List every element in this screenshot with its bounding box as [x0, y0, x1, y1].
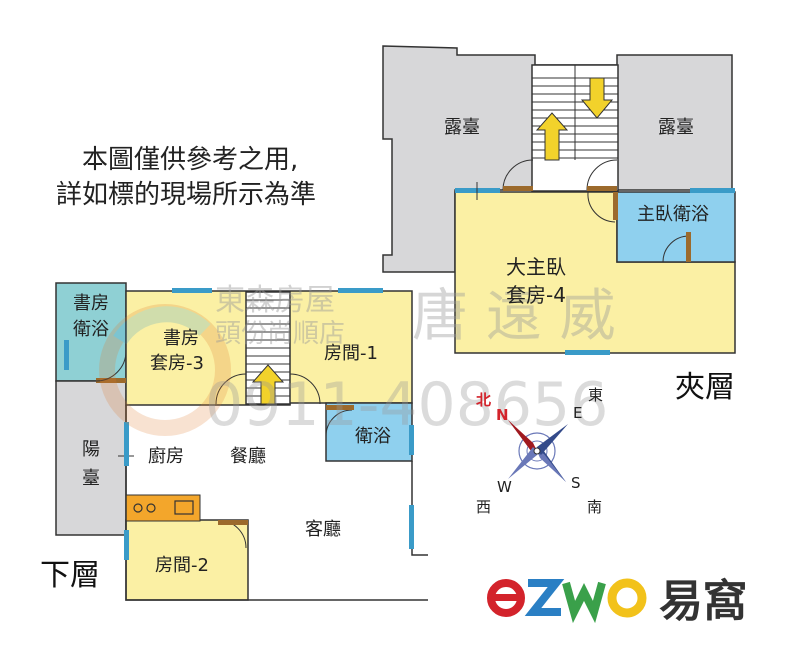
balcony-label-1: 陽 [82, 439, 100, 460]
compass-east-cn: 東 [588, 386, 603, 404]
disclaimer-line2: 詳如標的現場所示為準 [56, 180, 316, 210]
balcony-label-2: 臺 [82, 468, 100, 489]
master-bath-area [616, 191, 736, 263]
stair-down-arrow [580, 77, 614, 119]
window [172, 288, 212, 293]
window [124, 530, 129, 560]
window [565, 350, 610, 355]
study-label-1: 書房 [163, 328, 199, 349]
lower-level-label: 下層 [40, 558, 100, 593]
window [338, 288, 383, 293]
compass-north: N [496, 406, 509, 424]
study-label-2: 套房-3 [150, 353, 204, 374]
stair-up-arrow [535, 112, 569, 161]
bath-area [325, 402, 413, 462]
bath-label: 衛浴 [355, 426, 391, 447]
watermark-line2: 頭份尚順店 [215, 319, 345, 349]
terrace-left-label: 露臺 [444, 117, 480, 138]
watermark-line1: 東森房屋 [215, 283, 335, 318]
lower-stair-arrow [251, 364, 285, 405]
terrace-right-label: 露臺 [658, 117, 694, 138]
compass-south-cn: 南 [587, 498, 602, 516]
watermark [99, 304, 231, 436]
window [124, 422, 129, 466]
ezwo-logo [487, 578, 647, 624]
master-bath-label: 主臥衛浴 [637, 204, 709, 225]
window [64, 340, 69, 370]
watermark-agent: 唐 遠 威 [412, 284, 616, 349]
kitchen-label: 廚房 [148, 445, 184, 467]
compass-north-cn: 北 [476, 391, 491, 409]
watermark-phone: 0911-408656 [205, 370, 608, 440]
compass-west-cn: 西 [476, 498, 491, 516]
compass-east: E [573, 404, 582, 422]
dining-label: 餐廳 [230, 446, 266, 467]
stove-counter [125, 494, 201, 522]
upper-level [382, 45, 736, 355]
study-bath-label-2: 衛浴 [73, 319, 109, 340]
living-label: 客廳 [305, 519, 341, 540]
upper-level-label: 夾層 [675, 370, 735, 405]
compass-rose [508, 420, 568, 482]
window [409, 505, 414, 549]
window [409, 425, 414, 455]
lower-level [55, 282, 428, 601]
brand-name: 易窩 [659, 576, 747, 627]
compass-west: W [497, 478, 512, 496]
window [690, 188, 735, 193]
master-suite-label-1: 大主臥 [506, 255, 566, 279]
master-suite-label-2: 套房-4 [506, 283, 566, 307]
room2-label: 房間-2 [155, 555, 209, 576]
compass-south: S [571, 474, 581, 492]
room1-label: 房間-1 [324, 343, 378, 364]
disclaimer-line1: 本圖僅供參考之用, [82, 145, 298, 175]
study-bath-label-1: 書房 [73, 293, 109, 314]
